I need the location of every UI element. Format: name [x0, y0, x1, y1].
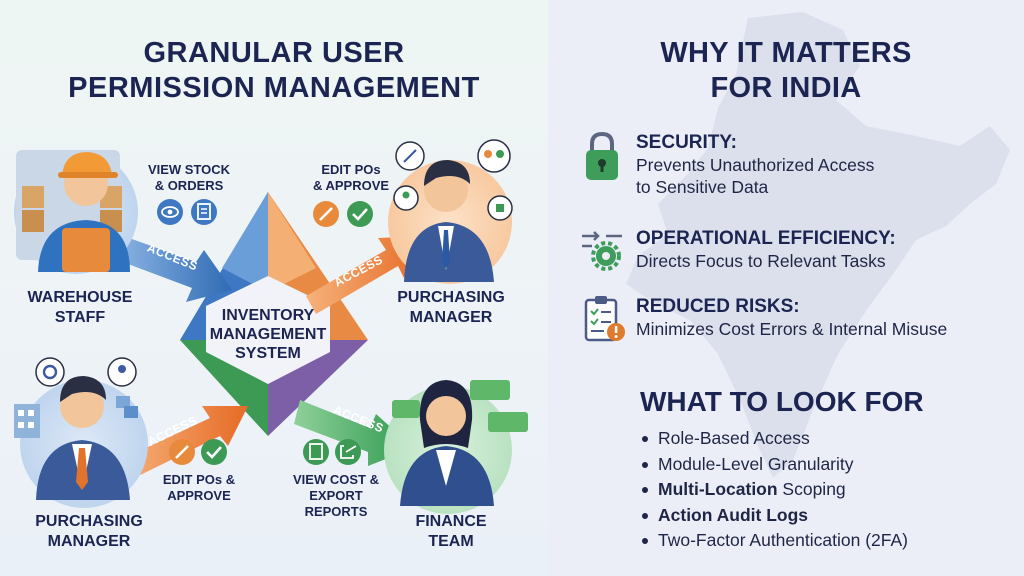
- list-item-text: Scoping: [777, 479, 846, 499]
- checklist-warning-icon: [582, 294, 628, 344]
- right-title-line-1: WHY IT MATTERS: [660, 37, 912, 69]
- benefit-title: SECURITY:: [636, 132, 737, 153]
- role-purchasing-manager-bottom: PURCHASING MANAGER: [14, 512, 164, 552]
- report-icon: [303, 439, 329, 465]
- list-item-text: Module-Level Granularity: [658, 453, 854, 474]
- right-title-line-2: FOR INDIA: [710, 72, 862, 104]
- edit-bubble-icon: [395, 141, 425, 171]
- what-to-look-for-list: Role-Based Access Module-Level Granulari…: [640, 426, 908, 554]
- role-label-line: FINANCE: [415, 513, 487, 530]
- benefit-body-line: to Sensitive Data: [636, 177, 769, 197]
- document-icon: [191, 199, 217, 225]
- what-to-look-for-title: WHAT TO LOOK FOR: [640, 386, 924, 417]
- role-warehouse-staff: WAREHOUSE STAFF: [10, 288, 150, 328]
- benefit-security: SECURITY: Prevents Unauthorized Access t…: [636, 132, 874, 198]
- left-title-line-2: PERMISSION MANAGEMENT: [68, 72, 480, 104]
- pencil-icon: [313, 201, 339, 227]
- list-item-text: Role-Based Access: [658, 428, 810, 448]
- benefit-reduced-risks: REDUCED RISKS: Minimizes Cost Errors & I…: [636, 296, 947, 340]
- warehouse-staff-illustration: [14, 150, 138, 274]
- list-item-bold: Action Audit Logs: [658, 504, 809, 525]
- purchasing-manager-bottom-illustration: [14, 376, 148, 508]
- user-bubble-icon: [393, 185, 419, 211]
- center-label-line: INVENTORY: [221, 307, 315, 324]
- perm-view-cost-export-reports: VIEW COST & EXPORT REPORTS: [276, 472, 396, 520]
- list-item-text: Two-Factor Authentication (2FA): [658, 530, 908, 550]
- pencil-icon: [169, 439, 195, 465]
- list-item: Multi-Location Scoping: [640, 477, 908, 503]
- list-item: Module-Level Granularity: [640, 452, 908, 478]
- benefit-body-line: Prevents Unauthorized Access: [636, 155, 875, 175]
- arrow-finance: [294, 400, 414, 466]
- list-item: Role-Based Access: [640, 426, 908, 452]
- perm-label-line: EDIT POs &: [162, 472, 236, 487]
- perm-edit-pos-approve-bottom: EDIT POs & APPROVE: [144, 472, 254, 504]
- checkmark-icon: [201, 439, 227, 465]
- role-label-line: MANAGER: [409, 309, 493, 326]
- permission-diagram: [14, 139, 528, 514]
- perm-label-line: VIEW STOCK: [147, 162, 231, 177]
- perm-label-line: APPROVE: [167, 488, 231, 503]
- role-label-line: PURCHASING: [397, 289, 505, 306]
- benefit-body-line: Directs Focus to Relevant Tasks: [636, 251, 886, 271]
- center-label-line: SYSTEM: [235, 345, 301, 362]
- role-finance-team: FINANCE TEAM: [386, 512, 516, 552]
- left-title-line-1: GRANULAR USER: [143, 37, 405, 69]
- role-label-line: TEAM: [428, 533, 474, 550]
- perm-label-line: EDIT POs: [321, 162, 381, 177]
- lock-icon: [582, 130, 622, 182]
- list-item-bold: Multi-Location: [658, 479, 778, 499]
- checkmark-icon: [347, 201, 373, 227]
- eye-icon: [157, 199, 183, 225]
- perm-label-line: & APPROVE: [312, 178, 390, 193]
- inventory-system-label: INVENTORY MANAGEMENT SYSTEM: [190, 306, 346, 363]
- right-title: WHY IT MATTERS FOR INDIA: [548, 36, 1024, 106]
- list-item: Two-Factor Authentication (2FA): [640, 528, 908, 554]
- perm-label-line: & ORDERS: [154, 178, 224, 193]
- thumbs-up-bubble-icon: [487, 195, 513, 221]
- team-bubble-icon: [477, 139, 511, 173]
- gear-bubble-icon: [35, 357, 65, 387]
- perm-label-line: EXPORT: [309, 488, 363, 503]
- user-bubble-icon: [107, 357, 137, 387]
- benefit-body-line: Minimizes Cost Errors & Internal Misuse: [636, 319, 948, 339]
- perm-edit-pos-approve-top: EDIT POs & APPROVE: [296, 162, 406, 194]
- center-label-line: MANAGEMENT: [209, 326, 327, 343]
- role-purchasing-manager-top: PURCHASING MANAGER: [376, 288, 526, 328]
- arrow-purchasing-top: [306, 236, 426, 314]
- benefit-title: OPERATIONAL EFFICIENCY:: [636, 228, 896, 249]
- role-label-line: WAREHOUSE: [27, 289, 133, 306]
- left-title: GRANULAR USER PERMISSION MANAGEMENT: [0, 36, 548, 106]
- benefit-operational-efficiency: OPERATIONAL EFFICIENCY: Directs Focus to…: [636, 228, 896, 272]
- arrow-warehouse: [112, 234, 232, 302]
- role-label-line: PURCHASING: [35, 513, 143, 530]
- inventory-pyramid: [180, 192, 368, 436]
- export-icon: [335, 439, 361, 465]
- gear-arrows-icon: [578, 226, 626, 272]
- purchasing-manager-top-illustration: [388, 160, 512, 284]
- role-label-line: MANAGER: [47, 533, 131, 550]
- perm-label-line: REPORTS: [304, 504, 368, 519]
- right-panel: [548, 0, 1024, 576]
- perm-label-line: VIEW COST &: [293, 472, 379, 487]
- finance-team-illustration: [384, 380, 528, 514]
- role-label-line: STAFF: [54, 309, 106, 326]
- list-item: Action Audit Logs: [640, 503, 908, 529]
- benefit-title: REDUCED RISKS:: [636, 296, 800, 317]
- india-map-watermark: [626, 12, 1010, 478]
- perm-view-stock-orders: VIEW STOCK & ORDERS: [134, 162, 244, 194]
